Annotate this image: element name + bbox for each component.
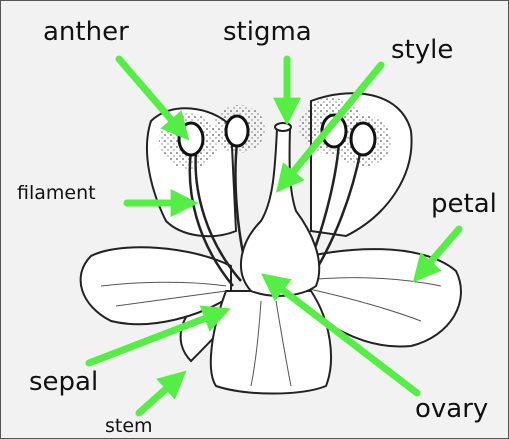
stem-arrow xyxy=(139,379,177,413)
sepal-label: sepal xyxy=(29,369,98,395)
style-label: style xyxy=(391,37,453,63)
stem-label: stem xyxy=(105,417,153,436)
stigma-label: stigma xyxy=(223,19,312,45)
anther-arrow xyxy=(119,59,181,131)
filament-label: filament xyxy=(17,184,96,203)
ovary-label: ovary xyxy=(415,396,488,422)
anther-label: anther xyxy=(43,19,129,45)
petal-label: petal xyxy=(431,191,497,217)
